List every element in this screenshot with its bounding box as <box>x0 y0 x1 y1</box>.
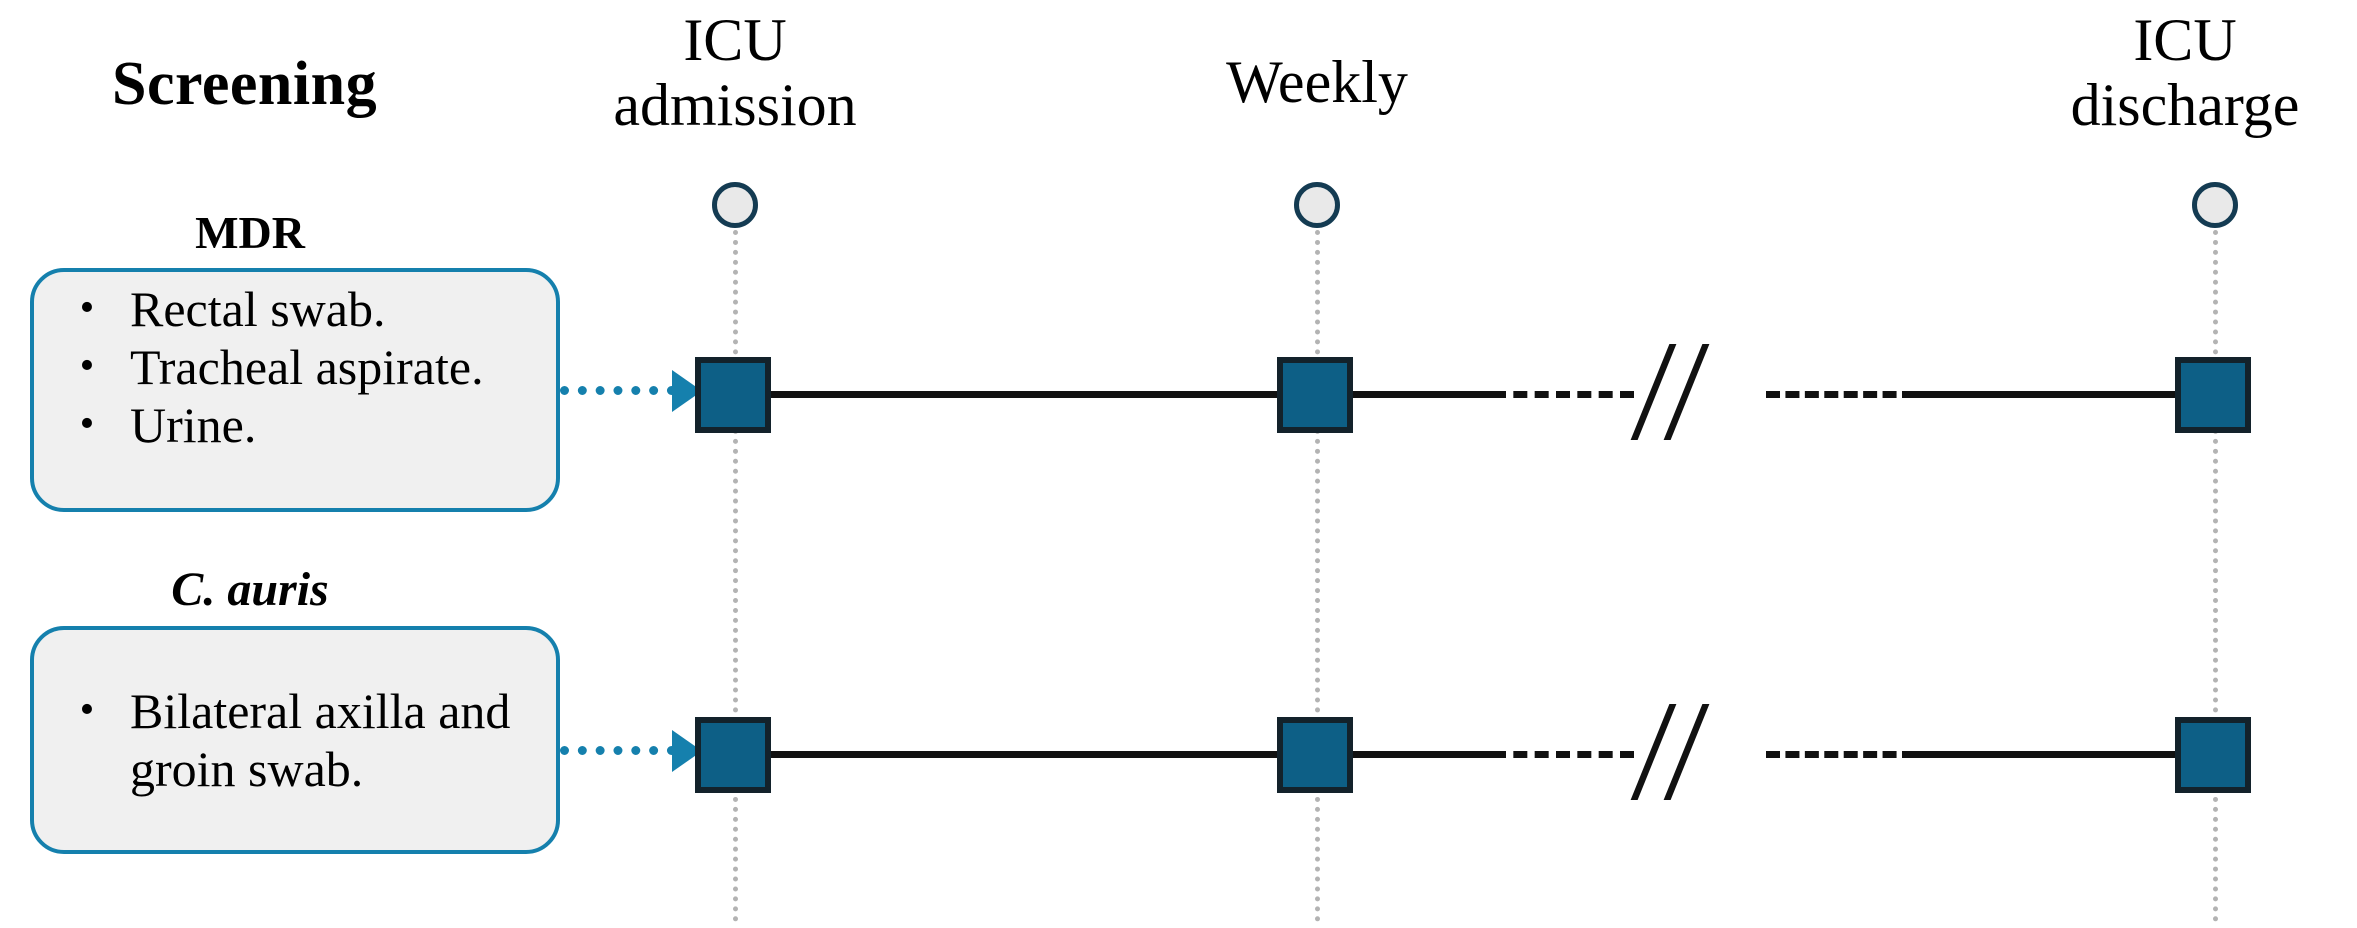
bullet-icon: • <box>79 401 95 447</box>
milestone-label-line1: ICU <box>683 7 787 73</box>
list-item-text: Urine. <box>130 397 257 453</box>
connector-arrow-c-auris <box>560 746 676 755</box>
info-box-mdr: • Rectal swab. • Tracheal aspirate. • Ur… <box>30 268 560 512</box>
timeline2-segment-after-weekly <box>1352 751 1492 758</box>
timeline-segment-after-weekly <box>1352 391 1492 398</box>
guide-line-icu-discharge <box>2213 230 2218 922</box>
timeline2-dashed-before-break <box>1492 751 1634 758</box>
milestone-label-line2: discharge <box>2070 71 2300 138</box>
milestone-label-line1: ICU <box>2133 7 2237 73</box>
sample-square-mdr-admission <box>695 357 771 433</box>
list-item-text: Tracheal aspirate. <box>130 339 484 395</box>
list-item: • Tracheal aspirate. <box>44 338 542 396</box>
sample-square-mdr-weekly <box>1277 357 1353 433</box>
milestone-marker-weekly <box>1294 182 1340 228</box>
milestone-marker-icu-discharge <box>2192 182 2238 228</box>
group-label-mdr: MDR <box>195 207 305 258</box>
timeline-segment-before-discharge <box>1916 391 2178 398</box>
milestone-label-weekly: Weekly <box>1142 50 1492 115</box>
page-title: Screening <box>112 50 378 118</box>
bullet-icon: • <box>79 285 95 331</box>
info-list-c-auris: • Bilateral axilla and groin swab. <box>44 682 542 798</box>
milestone-marker-icu-admission <box>712 182 758 228</box>
timeline-dashed-before-break <box>1492 391 1634 398</box>
guide-line-icu-admission <box>733 230 738 922</box>
timeline2-dashed-after-break <box>1766 751 1916 758</box>
connector-arrow-mdr <box>560 386 676 395</box>
group-label-c-auris: C. auris <box>171 563 329 616</box>
timeline-segment-admission-to-weekly <box>700 391 1352 398</box>
list-item: • Rectal swab. <box>44 280 542 338</box>
guide-line-weekly <box>1315 230 1320 922</box>
list-item: • Bilateral axilla and groin swab. <box>44 682 542 798</box>
list-item: • Urine. <box>44 396 542 454</box>
timeline-break-mark-row2 <box>1630 704 1716 800</box>
timeline-break-mark-row1 <box>1630 344 1716 440</box>
milestone-label-icu-discharge: ICU discharge <box>2010 8 2357 138</box>
bullet-icon: • <box>79 687 95 733</box>
info-box-c-auris: • Bilateral axilla and groin swab. <box>30 626 560 854</box>
timeline-dashed-after-break <box>1766 391 1916 398</box>
milestone-label-line1: Weekly <box>1226 49 1408 115</box>
sample-square-mdr-discharge <box>2175 357 2251 433</box>
milestone-label-line2: admission <box>613 71 857 138</box>
bullet-icon: • <box>79 343 95 389</box>
info-list-mdr: • Rectal swab. • Tracheal aspirate. • Ur… <box>44 280 542 454</box>
timeline2-segment-admission-to-weekly <box>700 751 1352 758</box>
list-item-text: Bilateral axilla and groin swab. <box>130 683 511 797</box>
milestone-label-icu-admission: ICU admission <box>560 8 910 138</box>
timeline2-segment-before-discharge <box>1916 751 2178 758</box>
sample-square-cauris-admission <box>695 717 771 793</box>
sample-square-cauris-discharge <box>2175 717 2251 793</box>
list-item-text: Rectal swab. <box>130 281 386 337</box>
sample-square-cauris-weekly <box>1277 717 1353 793</box>
